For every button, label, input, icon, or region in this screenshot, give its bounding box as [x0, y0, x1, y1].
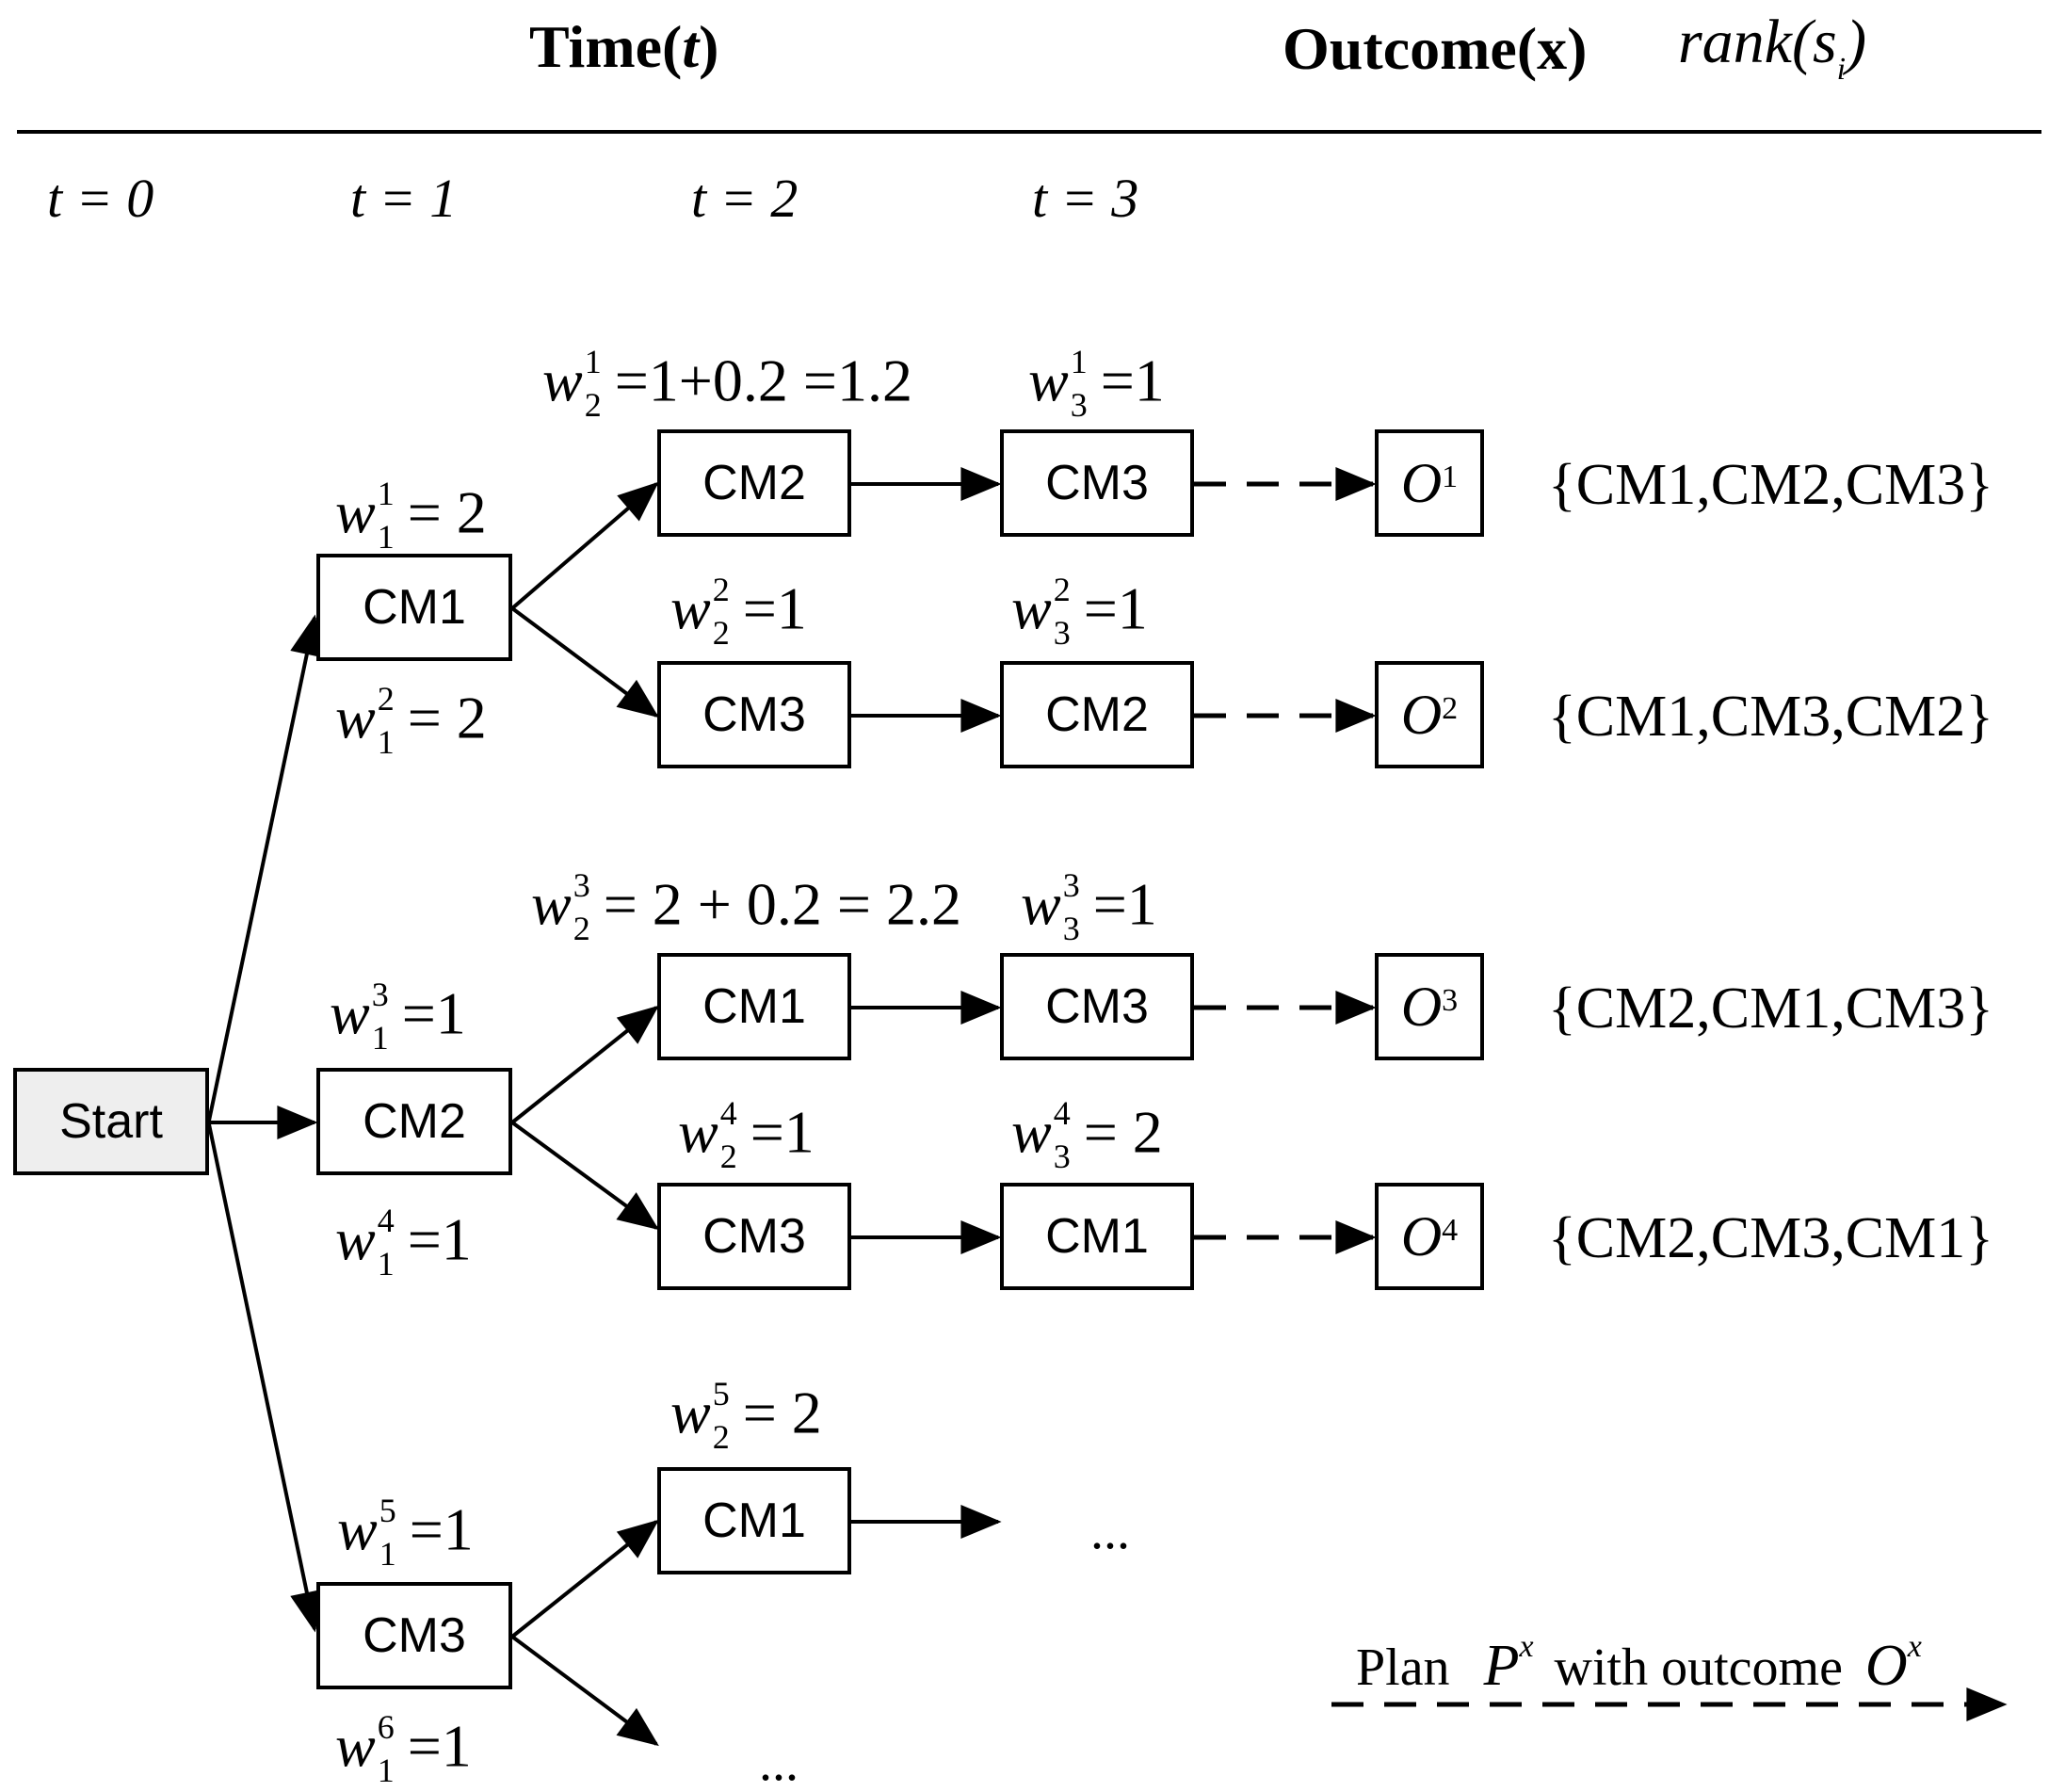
arrow-cm1-to-cm3	[510, 606, 659, 718]
node-l1-cm3: CM3	[316, 1582, 512, 1689]
arrow-cm3-to-more	[510, 1635, 659, 1747]
node-l2-row2: CM3	[657, 661, 851, 768]
start-node: Start	[13, 1068, 209, 1175]
node-l1-cm1: CM1	[316, 554, 512, 661]
rank-header: rank(si)	[1678, 8, 1867, 87]
rank-set-1: {CM1,CM2,CM3}	[1548, 453, 1993, 517]
node-l3-row3: CM3	[1000, 953, 1194, 1060]
time-step-2: t = 2	[691, 168, 799, 229]
time-step-0: t = 0	[47, 168, 154, 229]
ellipsis-row6: ...	[759, 1734, 799, 1792]
arrow-start-to-cm3	[207, 1123, 324, 1633]
arrow-cm1-to-cm2	[510, 481, 659, 610]
time-step-3: t = 3	[1032, 168, 1139, 229]
legend-label: Plan Px with outcome Ox	[1356, 1629, 1922, 1698]
rank-set-2: {CM1,CM3,CM2}	[1548, 685, 1993, 749]
arrow-cm2-to-cm1	[510, 1005, 659, 1124]
node-l3-row4: CM1	[1000, 1183, 1194, 1290]
arrow-cm2-to-cm3	[510, 1121, 659, 1231]
node-l2-row5: CM1	[657, 1467, 851, 1574]
outcome-header: Outcome(x)	[1283, 15, 1588, 82]
node-l1-cm2: CM2	[316, 1068, 512, 1175]
ellipsis-row5: ...	[1090, 1502, 1130, 1560]
node-l2-row1: CM2	[657, 429, 851, 537]
rank-set-4: {CM2,CM3,CM1}	[1548, 1206, 1993, 1270]
time-step-1: t = 1	[350, 168, 458, 229]
arrow-start-to-cm1	[207, 614, 324, 1122]
time-header: Time(t)	[529, 13, 719, 80]
rank-set-3: {CM2,CM1,CM3}	[1548, 977, 1993, 1041]
arrow-cm3-to-cm1	[510, 1519, 659, 1639]
node-l3-row1: CM3	[1000, 429, 1194, 537]
node-l3-row2: CM2	[1000, 661, 1194, 768]
node-l2-row4: CM3	[657, 1183, 851, 1290]
node-l2-row3: CM1	[657, 953, 851, 1060]
